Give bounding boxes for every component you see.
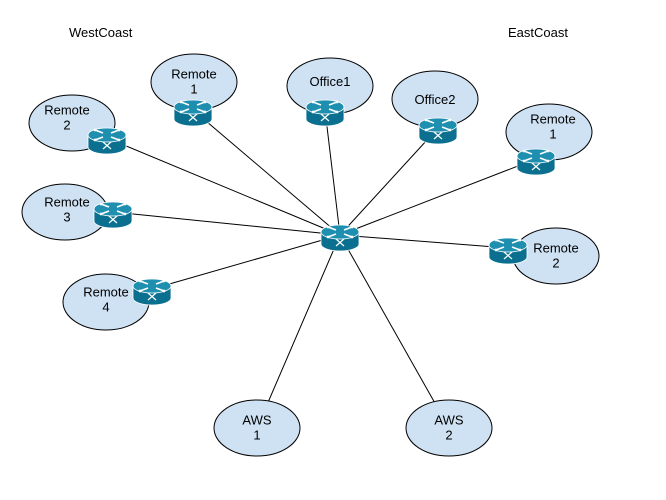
link-hub-west-remote-2	[106, 137, 341, 236]
site-label-line: 1	[253, 428, 260, 443]
links-layer	[106, 109, 537, 429]
router-icon	[173, 99, 213, 127]
site-label-line: Office2	[415, 92, 456, 107]
site-node-office2: Office2	[391, 70, 479, 145]
link-hub-west-remote-3	[112, 211, 341, 236]
site-node-office1: Office1	[286, 57, 374, 127]
site-label-line: 1	[190, 82, 197, 97]
site-label-line: 1	[549, 127, 556, 142]
link-hub-office2	[339, 127, 439, 236]
link-hub-office1	[324, 109, 341, 236]
link-hub-east-remote-2	[339, 234, 509, 249]
hub-layer	[320, 224, 360, 252]
site-label-line: Remote	[44, 195, 90, 210]
region-label-eastcoast: EastCoast	[508, 25, 568, 40]
router-icon	[320, 224, 360, 252]
router-icon	[488, 237, 528, 265]
site-label-line: 2	[445, 428, 452, 443]
site-label-line: Remote	[83, 285, 129, 300]
site-label-line: 2	[552, 256, 559, 271]
router-icon	[418, 117, 458, 145]
site-label-line: 2	[63, 118, 70, 133]
region-label-westcoast: WestCoast	[69, 25, 133, 40]
site-label-line: Remote	[533, 241, 579, 256]
site-label-line: Remote	[44, 103, 90, 118]
site-label-line: AWS	[242, 413, 271, 428]
site-label-line: 3	[63, 210, 70, 225]
link-hub-aws-1	[256, 234, 341, 429]
site-label-line: Remote	[171, 67, 217, 82]
hub-router	[320, 224, 360, 252]
site-label-line: 4	[102, 300, 109, 315]
link-hub-aws-2	[339, 234, 450, 429]
site-ellipse	[213, 399, 301, 457]
link-hub-west-remote-4	[151, 234, 341, 290]
router-icon	[93, 201, 133, 229]
site-label-line: AWS	[434, 413, 463, 428]
link-hub-west-remote-1	[192, 109, 341, 236]
router-icon	[87, 127, 127, 155]
site-label-line: Remote	[530, 112, 576, 127]
link-hub-east-remote-1	[339, 158, 537, 236]
site-label-line: Office1	[310, 74, 351, 89]
router-icon	[516, 148, 556, 176]
site-ellipse	[405, 399, 493, 457]
nodes-layer: Remote1Remote2Remote3Remote4Office1Offic…	[21, 53, 600, 457]
router-icon	[132, 278, 172, 306]
router-icon	[305, 99, 345, 127]
